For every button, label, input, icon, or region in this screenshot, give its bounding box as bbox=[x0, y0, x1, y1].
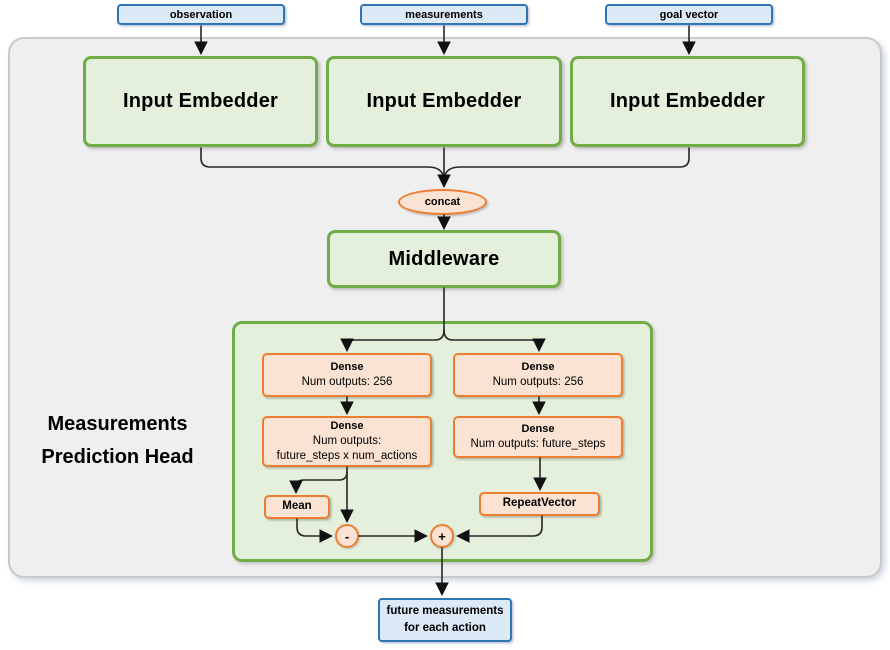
dense-outputs: Num outputs: 256 bbox=[492, 375, 584, 388]
input-embedder-label: Input Embedder bbox=[366, 90, 522, 112]
dense-outputs: Num outputs: 256 bbox=[301, 375, 393, 388]
input-embedder-box-3: Input Embedder bbox=[570, 56, 805, 147]
input-embedder-label: Input Embedder bbox=[609, 90, 766, 112]
add-node: + bbox=[430, 524, 454, 548]
middleware-box: Middleware bbox=[327, 230, 561, 288]
prediction-head-title-line1: Measurements bbox=[47, 413, 188, 435]
input-embedder-box-1: Input Embedder bbox=[83, 56, 318, 147]
repeat-vector-label: RepeatVector bbox=[502, 497, 577, 510]
dense-left-1: Dense Num outputs: 256 bbox=[262, 353, 432, 397]
dense-title: Dense bbox=[521, 361, 555, 374]
dense-right-1: Dense Num outputs: 256 bbox=[453, 353, 623, 397]
dense-title: Dense bbox=[330, 361, 364, 374]
repeat-vector-box: RepeatVector bbox=[479, 492, 600, 516]
dense-outputs-2: future_steps x num_actions bbox=[276, 449, 418, 462]
dense-outputs: Num outputs: bbox=[312, 434, 382, 447]
dense-title: Dense bbox=[521, 423, 555, 436]
prediction-head-title-line2: Prediction Head bbox=[41, 446, 194, 468]
input-node-label: goal vector bbox=[659, 8, 719, 21]
input-node-measurements: measurements bbox=[360, 4, 528, 25]
subtract-node: - bbox=[335, 524, 359, 548]
input-node-label: measurements bbox=[405, 8, 483, 21]
dense-left-2: Dense Num outputs: future_steps x num_ac… bbox=[262, 416, 432, 467]
mean-label: Mean bbox=[282, 500, 312, 513]
output-node: future measurements for each action bbox=[378, 598, 512, 642]
subtract-label: - bbox=[344, 528, 350, 544]
add-label: + bbox=[438, 528, 446, 544]
mean-box: Mean bbox=[264, 495, 330, 519]
input-node-goal-vector: goal vector bbox=[605, 4, 773, 25]
input-embedder-label: Input Embedder bbox=[122, 90, 279, 112]
middleware-label: Middleware bbox=[388, 247, 500, 270]
prediction-head-title: Measurements Prediction Head bbox=[10, 408, 225, 474]
input-embedder-box-2: Input Embedder bbox=[326, 56, 562, 147]
concat-label: concat bbox=[424, 196, 461, 208]
input-node-label: observation bbox=[169, 8, 233, 21]
input-node-observation: observation bbox=[117, 4, 285, 25]
dense-title: Dense bbox=[330, 420, 364, 433]
dense-outputs: Num outputs: future_steps bbox=[470, 437, 606, 450]
output-label-line1: future measurements bbox=[386, 605, 504, 618]
concat-node: concat bbox=[398, 189, 487, 215]
dense-right-2: Dense Num outputs: future_steps bbox=[453, 416, 623, 458]
output-label-line2: for each action bbox=[404, 622, 486, 634]
